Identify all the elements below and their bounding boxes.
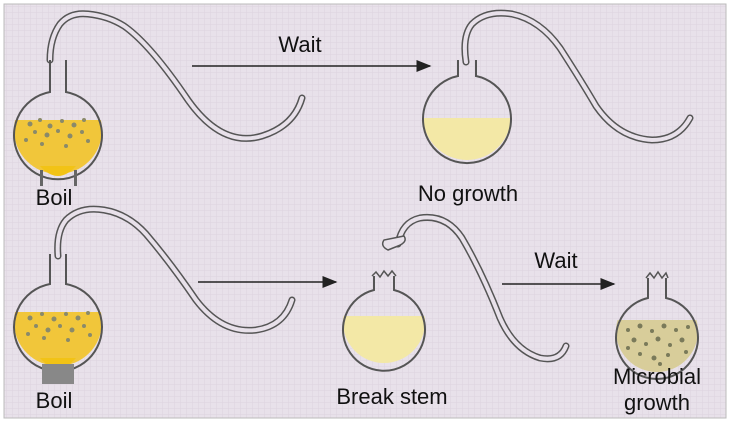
microbes-top-boiling <box>24 118 90 148</box>
flask-top-no-growth <box>422 9 694 164</box>
broken-stem-piece <box>381 213 570 363</box>
microbes-growth <box>626 323 690 366</box>
wait-label-top: Wait <box>278 32 321 57</box>
no-growth-label: No growth <box>418 181 518 206</box>
boil-label-top: Boil <box>36 185 73 210</box>
boil-label-bottom: Boil <box>36 388 73 413</box>
microbial-growth-label-line1: Microbial <box>613 364 701 389</box>
microbial-growth-label-line2: growth <box>624 390 690 415</box>
microbes-bottom-boiling <box>26 311 92 342</box>
burner-bottom <box>40 358 76 384</box>
break-stem-label: Break stem <box>336 384 447 409</box>
wait-label-bottom: Wait <box>534 248 577 273</box>
burner-top <box>40 166 77 186</box>
